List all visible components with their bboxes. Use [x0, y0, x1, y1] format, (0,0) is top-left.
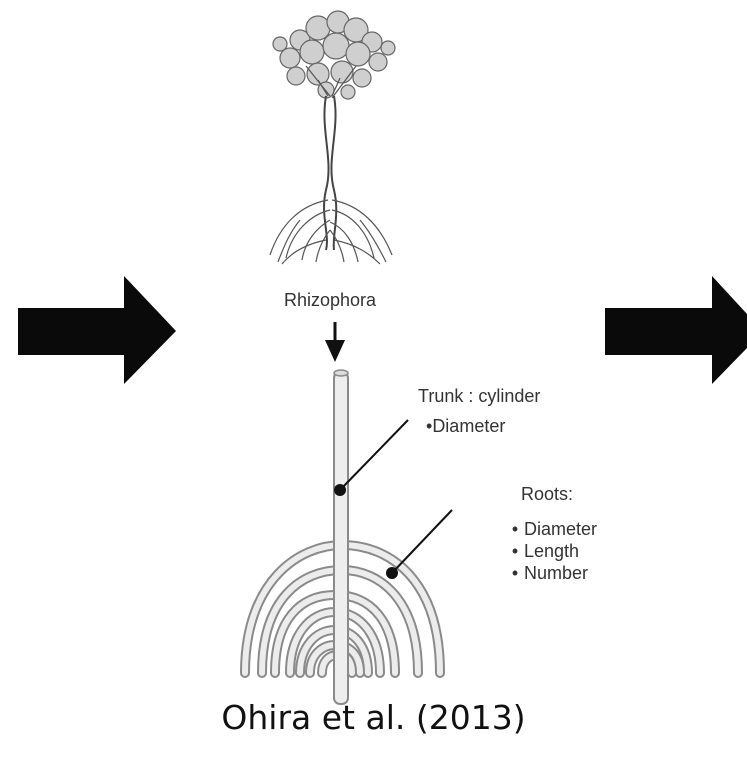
trunk-title: Trunk : cylinder	[418, 386, 540, 407]
trunk-attribute: •Diameter	[426, 416, 505, 437]
rhizophora-tree-illustration	[270, 11, 395, 264]
tree-label: Rhizophora	[284, 290, 376, 311]
right-right-arrow-icon	[605, 276, 747, 384]
citation-caption: Ohira et al. (2013)	[0, 698, 747, 737]
roots-title: Roots:	[521, 484, 573, 505]
roots-attribute-list: Diameter Length Number	[506, 518, 597, 584]
down-arrow-icon	[325, 322, 345, 362]
roots-attribute-diameter: Diameter	[506, 518, 597, 540]
roots-attribute-length: Length	[506, 540, 597, 562]
trunk-attribute-diameter: Diameter	[432, 416, 505, 436]
left-right-arrow-icon	[18, 276, 176, 384]
roots-leader-line	[386, 510, 452, 579]
roots-attribute-number: Number	[506, 562, 597, 584]
root-model-illustration	[245, 370, 440, 704]
